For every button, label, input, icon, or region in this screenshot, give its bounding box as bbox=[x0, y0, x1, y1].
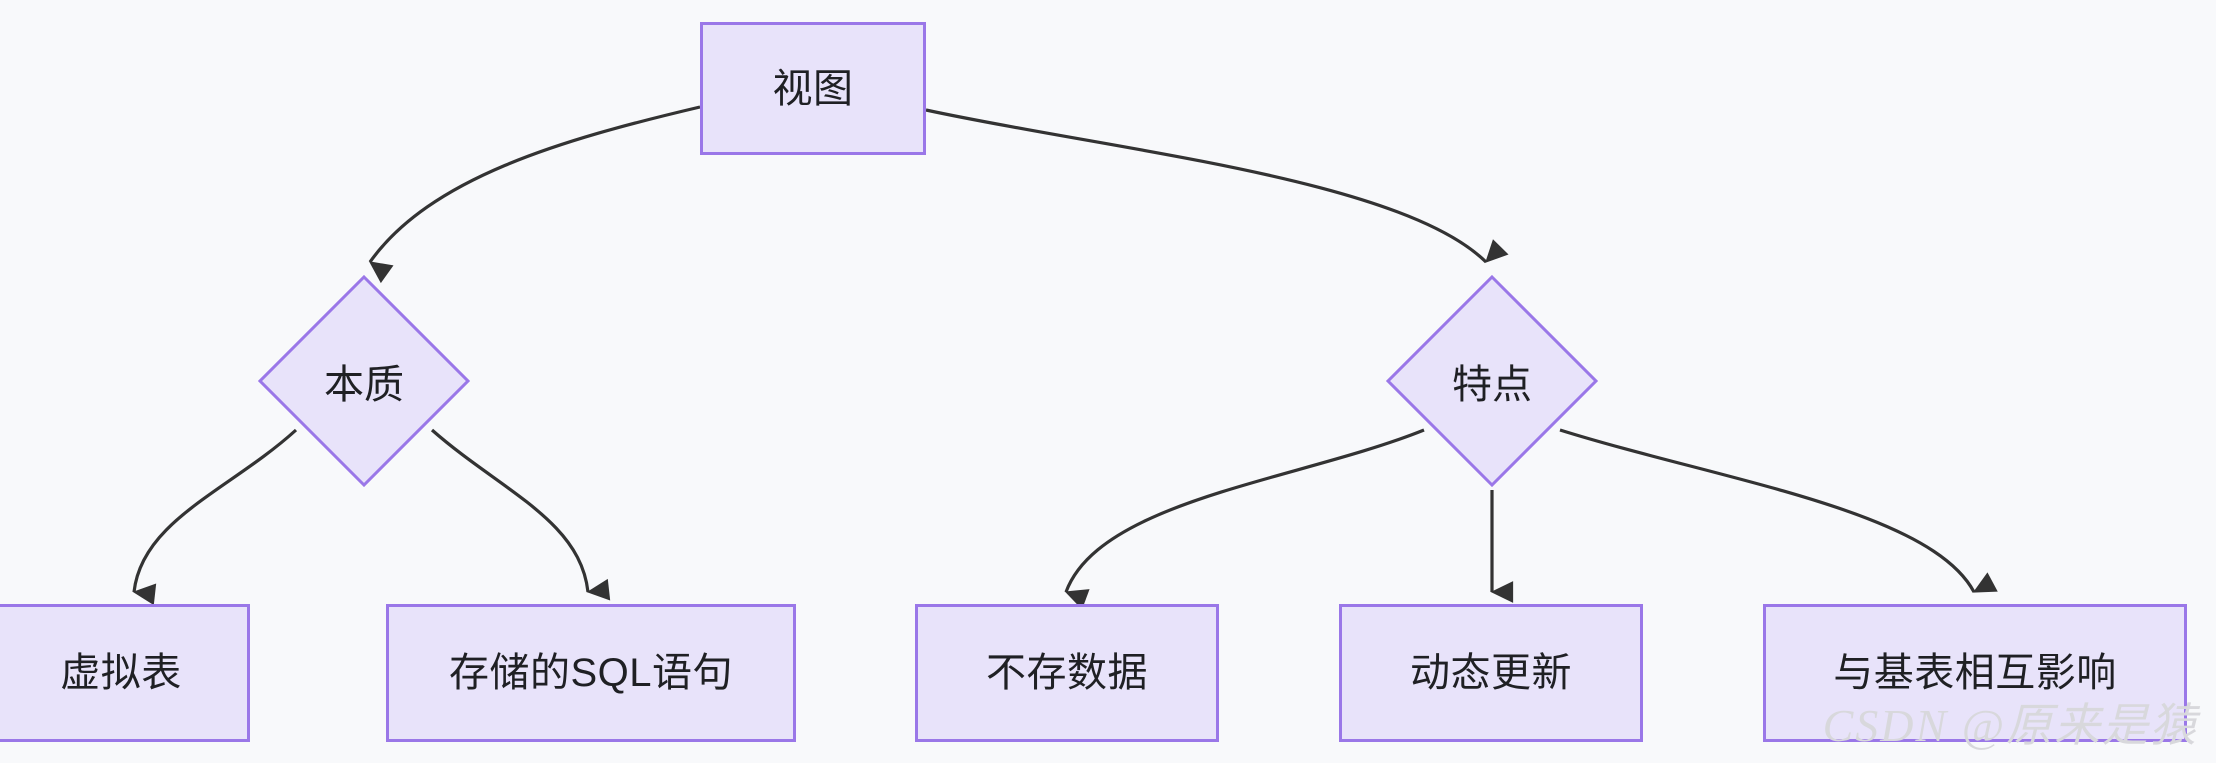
node-stored-sql[interactable]: 存储的SQL语句 bbox=[386, 604, 796, 742]
node-features[interactable]: 特点 bbox=[1386, 275, 1598, 487]
node-essence[interactable]: 本质 bbox=[258, 275, 470, 487]
node-affects-base-table-label: 与基表相互影响 bbox=[1833, 651, 2117, 695]
node-dynamic-update-label: 动态更新 bbox=[1410, 651, 1572, 695]
node-features-label: 特点 bbox=[1452, 363, 1532, 407]
node-essence-label: 本质 bbox=[324, 363, 404, 407]
edge-root-to-features bbox=[925, 108, 1509, 264]
edge-root-to-essence bbox=[368, 105, 701, 284]
edge-features-to-no-data bbox=[1064, 428, 1425, 610]
diamond-shape-essence bbox=[258, 275, 470, 487]
node-root-label: 视图 bbox=[772, 66, 854, 111]
node-no-data[interactable]: 不存数据 bbox=[915, 604, 1219, 742]
node-stored-sql-label: 存储的SQL语句 bbox=[448, 651, 734, 695]
diamond-shape-features bbox=[1386, 275, 1598, 487]
csdn-watermark: CSDN @原来是猿 bbox=[1822, 700, 2198, 751]
node-no-data-label: 不存数据 bbox=[986, 651, 1148, 695]
node-dynamic-update[interactable]: 动态更新 bbox=[1339, 604, 1643, 742]
node-affects-base-table[interactable]: 与基表相互影响 bbox=[1763, 604, 2187, 742]
edge-features-to-affects-base-table bbox=[1559, 428, 1998, 593]
node-root[interactable]: 视图 bbox=[700, 22, 926, 155]
node-virtual-table-label: 虚拟表 bbox=[60, 651, 182, 695]
node-virtual-table[interactable]: 虚拟表 bbox=[0, 604, 250, 742]
